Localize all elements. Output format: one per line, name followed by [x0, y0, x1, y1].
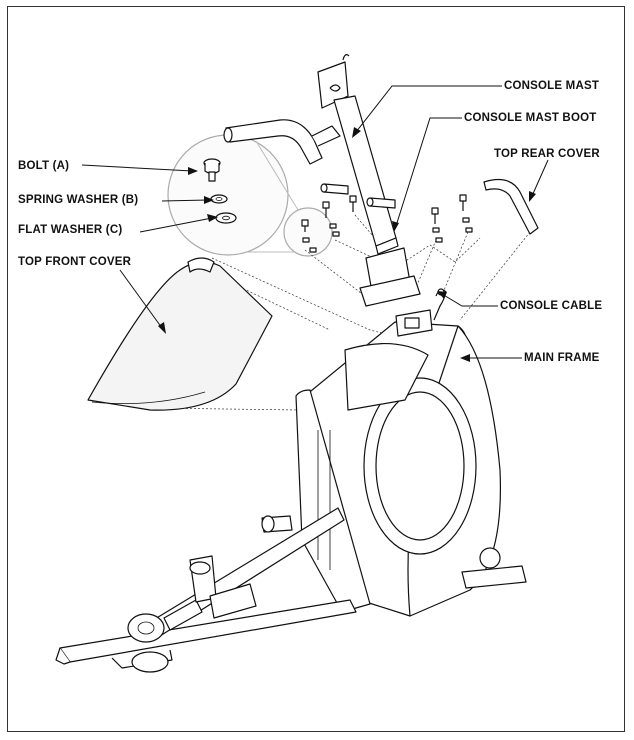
label-top-front-cover: TOP FRONT COVER [18, 256, 132, 268]
console-mast-icon [317, 54, 399, 255]
small-bolts-icon [301, 194, 473, 253]
label-top-rear-cover: TOP REAR COVER [494, 148, 600, 160]
bolt-a-icon [203, 158, 221, 182]
top-rear-cover-icon [483, 179, 539, 235]
base-rail-icon [55, 599, 357, 673]
flat-washer-c-icon [215, 212, 237, 224]
rear-stabilizer-icon [461, 547, 527, 589]
main-frame-icon [295, 309, 502, 617]
label-flat-washer-c: FLAT WASHER (C) [18, 224, 123, 236]
label-main-frame: MAIN FRAME [524, 352, 600, 364]
label-console-mast: CONSOLE MAST [504, 80, 600, 92]
handlebar-icon [223, 119, 341, 165]
label-spring-washer-b: SPRING WASHER (B) [18, 194, 139, 206]
hardware-detail-circle [167, 134, 333, 257]
leader-lines [81, 85, 549, 362]
spring-washer-b-icon [210, 194, 228, 204]
label-bolt-a: BOLT (A) [18, 160, 70, 172]
console-mast-boot-icon [359, 247, 421, 307]
pedal-arm-icon [127, 507, 345, 643]
top-front-cover-icon [87, 257, 273, 411]
label-console-mast-boot: CONSOLE MAST BOOT [464, 112, 597, 124]
label-console-cable: CONSOLE CABLE [500, 300, 603, 312]
diagram-border [7, 6, 625, 732]
mast-side-pegs-icon [320, 183, 396, 209]
